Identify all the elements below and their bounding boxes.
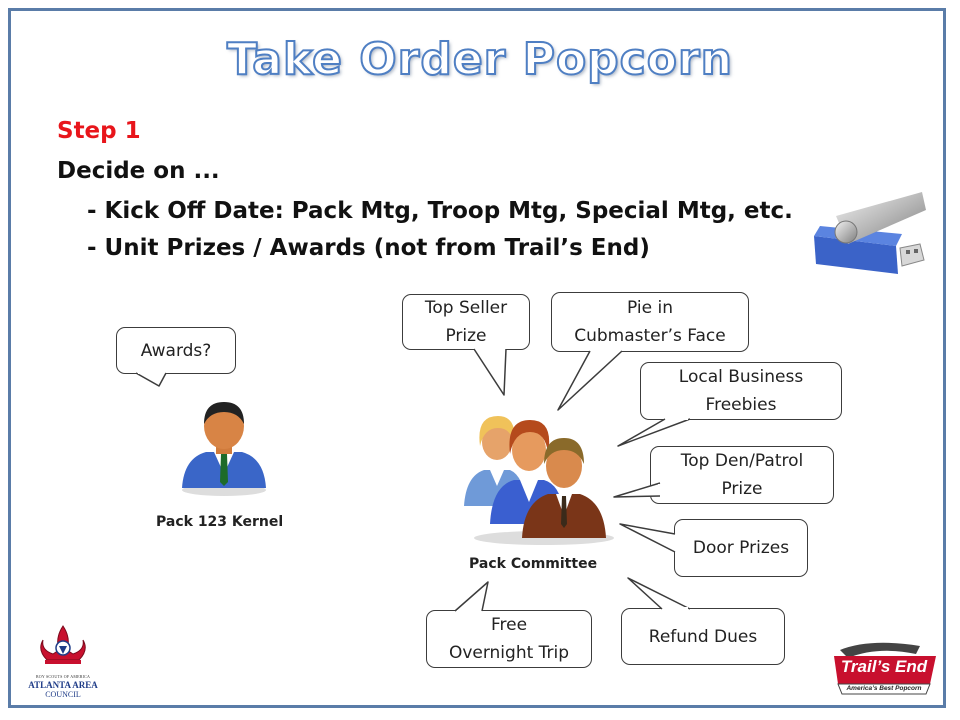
council-line1: BOY SCOUTS OF AMERICA xyxy=(35,674,91,679)
bubble-top-seller: Top Seller Prize xyxy=(402,294,530,350)
bullet-prizes: - Unit Prizes / Awards (not from Trail’s… xyxy=(87,235,650,261)
bullet-kickoff: - Kick Off Date: Pack Mtg, Troop Mtg, Sp… xyxy=(87,198,793,224)
bubble-awards-text: Awards? xyxy=(140,340,212,361)
trails-end-tagline: America’s Best Popcorn xyxy=(846,685,922,692)
committee-group-icon xyxy=(464,416,614,545)
usb-drive-icon xyxy=(814,192,926,274)
bubble-den-line1: Top Den/Patrol xyxy=(680,451,804,471)
bubble-top-den: Top Den/Patrol Prize xyxy=(650,446,834,504)
step-label: Step 1 xyxy=(57,118,141,144)
bubble-door-text: Door Prizes xyxy=(692,538,790,558)
bubble-pie-line1: Pie in xyxy=(627,298,673,318)
bubble-refund-text: Refund Dues xyxy=(648,626,758,647)
committee-caption: Pack Committee xyxy=(469,556,598,572)
bubble-local-line2: Freebies xyxy=(705,395,777,415)
decide-heading: Decide on ... xyxy=(57,158,220,184)
bubble-local-line1: Local Business xyxy=(678,367,804,387)
trails-end-logo: Trail’s End America’s Best Popcorn xyxy=(830,640,940,698)
kernel-caption: Pack 123 Kernel xyxy=(156,514,284,530)
bubble-refund-dues: Refund Dues xyxy=(621,608,785,665)
slide-title: Take Order Popcorn xyxy=(226,33,734,86)
bubble-top-seller-line2: Prize xyxy=(445,326,487,346)
bubble-pie: Pie in Cubmaster’s Face xyxy=(551,292,749,352)
council-line3: COUNCIL xyxy=(45,690,81,699)
bubble-trip-line2: Overnight Trip xyxy=(448,643,570,663)
council-logo: BOY SCOUTS OF AMERICA ATLANTA AREA COUNC… xyxy=(28,624,98,710)
bubble-door-prizes: Door Prizes xyxy=(674,519,808,577)
trails-end-emblem-icon xyxy=(834,642,936,695)
bubble-top-seller-line1: Top Seller xyxy=(424,298,508,318)
fleur-de-lis-icon xyxy=(40,625,86,664)
kernel-person-icon xyxy=(182,402,266,496)
bubble-awards: Awards? xyxy=(116,327,236,374)
trails-end-name: Trail’s End xyxy=(840,657,928,676)
bubble-den-line2: Prize xyxy=(721,479,763,499)
bubble-local-business: Local Business Freebies xyxy=(640,362,842,420)
slide-frame xyxy=(8,8,946,708)
bubble-trip-line1: Free xyxy=(490,615,528,635)
bubble-overnight-trip: Free Overnight Trip xyxy=(426,610,592,668)
bubble-pie-line2: Cubmaster’s Face xyxy=(574,326,726,346)
council-line2: ATLANTA AREA xyxy=(28,680,98,690)
